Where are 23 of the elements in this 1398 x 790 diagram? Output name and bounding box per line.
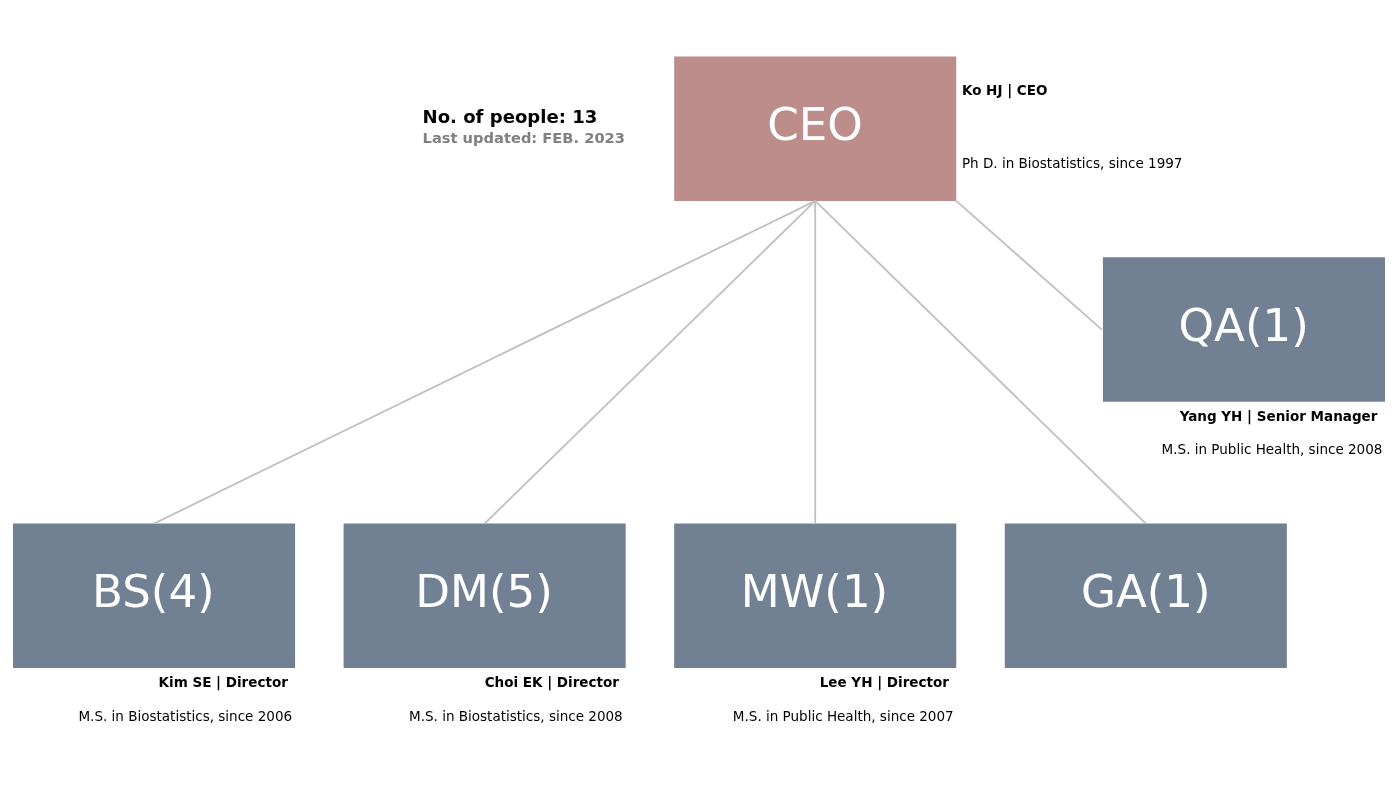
node-box: GA(1) [1004,523,1287,669]
node-label: Kim SE | Director [158,673,288,690]
node-box: BS(4) [13,523,296,669]
node-label: M.S. in Public Health, since 2008 [1161,441,1383,458]
node-label: M.S. in Biostatistics, since 2008 [409,707,623,724]
node-label: Lee YH | Director [819,673,949,690]
node-label: M.S. in Biostatistics, since 2006 [78,707,293,724]
label: No. of people: 13 [422,105,598,127]
node-box: DM(5) [343,523,626,669]
node-box: QA(1) [1102,257,1385,402]
connector [483,200,817,525]
label: Last updated: FEB. 2023 [422,128,626,146]
node-box: CEO [674,56,957,201]
node-label: Yang YH | Senior Manager [1179,407,1378,424]
node-label: M.S. in Public Health, since 2007 [732,707,954,724]
connector [814,200,1147,525]
node-label: Choi EK | Director [484,673,619,690]
connector [153,200,817,525]
node-label: Ph D. in Biostatistics, since 1997 [961,155,1183,172]
connector [955,200,1103,331]
connector [814,200,817,525]
node-box: MW(1) [674,523,957,669]
node-label: Ko HJ | CEO [961,81,1048,98]
